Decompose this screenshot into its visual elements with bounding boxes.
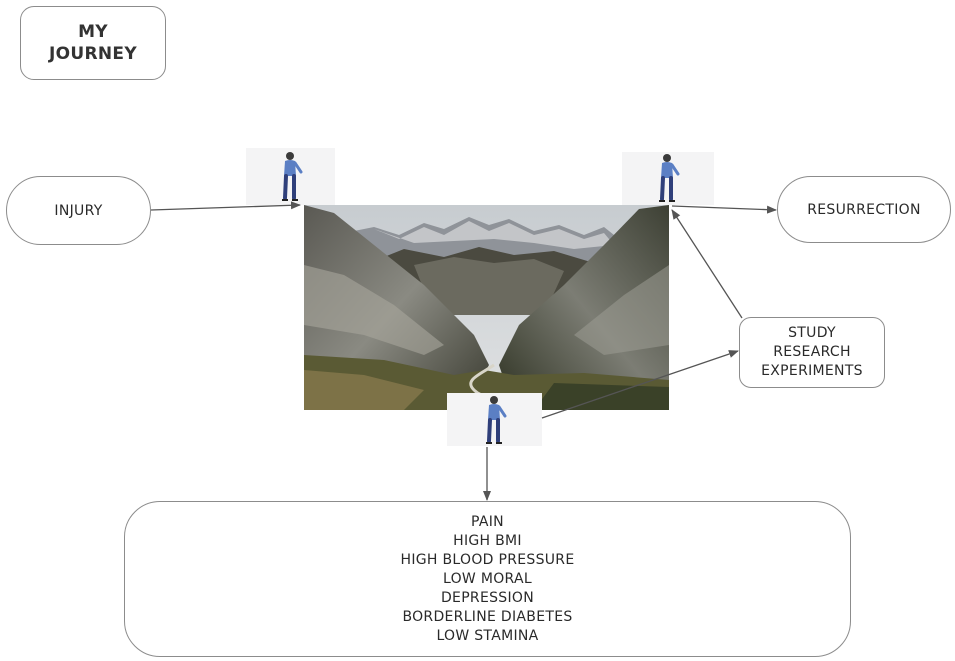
walking-person-icon [659, 154, 680, 202]
resurrection-node: RESURRECTION [777, 176, 951, 243]
title-line-1: MY [78, 22, 108, 42]
study-line: EXPERIMENTS [761, 363, 863, 379]
symptom-item: LOW MORAL [443, 570, 532, 587]
walking-person-icon [486, 396, 507, 444]
mountain-valley-photo [304, 205, 669, 410]
resurrection-label: RESURRECTION [807, 201, 921, 218]
title-box: MY JOURNEY [20, 6, 166, 80]
arrow-end-to-resurrection [671, 205, 777, 214]
injury-label: INJURY [54, 202, 103, 219]
arrow-study-to-summit [671, 209, 743, 319]
study-line: RESEARCH [773, 344, 851, 360]
symptom-item: DEPRESSION [440, 589, 535, 606]
walker-image-right [622, 152, 714, 205]
title-line-2: JOURNEY [49, 44, 137, 64]
injury-node: INJURY [6, 176, 151, 245]
symptoms-node: PAIN HIGH BMI HIGH BLOOD PRESSURE LOW MO… [124, 501, 851, 657]
walker-image-left [246, 148, 335, 205]
arrow-valley-to-study [541, 350, 739, 419]
study-line: STUDY [788, 325, 836, 341]
walking-person-icon [282, 152, 303, 201]
study-node: STUDY RESEARCH EXPERIMENTS [739, 317, 885, 388]
symptom-item: LOW STAMINA [436, 627, 539, 644]
symptom-item: HIGH BMI [453, 532, 522, 549]
walker-image-bottom [447, 393, 542, 446]
symptom-item: PAIN [471, 513, 504, 530]
symptom-item: BORDERLINE DIABETES [402, 608, 573, 625]
arrow-injury-to-start [150, 201, 301, 211]
symptom-item: HIGH BLOOD PRESSURE [400, 551, 575, 568]
